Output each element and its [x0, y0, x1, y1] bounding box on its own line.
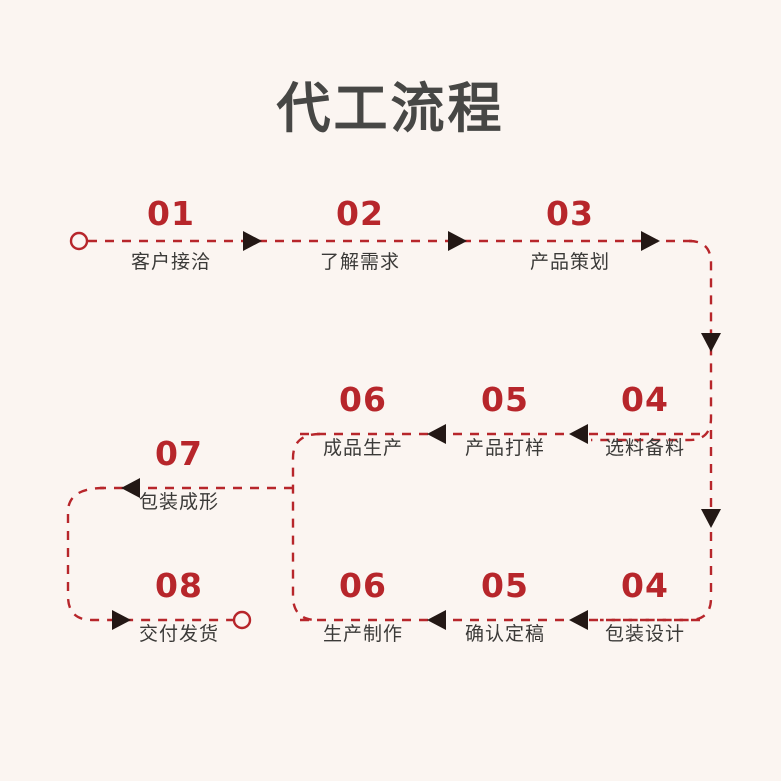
- step-label: 交付发货: [138, 623, 219, 645]
- step-number: 06: [339, 566, 387, 605]
- arrow-right-row1-a: [243, 231, 262, 251]
- step-number: 02: [336, 194, 384, 233]
- step-number: 06: [339, 380, 387, 419]
- arrow-right-row1-b: [448, 231, 467, 251]
- step-label: 客户接洽: [130, 251, 211, 273]
- connector-step07-to-step08: [66, 486, 235, 622]
- step-number: 01: [147, 194, 195, 233]
- arrow-down-right-rail-a: [701, 333, 721, 352]
- step-05-confirm[interactable]: 05 确认定稿: [430, 569, 580, 644]
- step-05-sample[interactable]: 05 产品打样: [430, 383, 580, 458]
- page-title: 代工流程: [276, 77, 505, 140]
- step-04-packaging-design[interactable]: 04 包装设计: [570, 569, 720, 644]
- start-circle-marker: [69, 231, 89, 251]
- step-number: 03: [546, 194, 594, 233]
- step-08[interactable]: 08 交付发货: [104, 569, 254, 644]
- arrow-left-row2-a: [569, 424, 588, 444]
- arrow-down-right-rail-b: [701, 509, 721, 528]
- step-label: 成品生产: [322, 437, 403, 459]
- step-01[interactable]: 01 客户接洽: [96, 197, 246, 272]
- end-circle-marker: [232, 610, 252, 630]
- step-number: 04: [621, 380, 669, 419]
- step-number: 08: [155, 566, 203, 605]
- step-02[interactable]: 02 了解需求: [285, 197, 435, 272]
- step-06-production[interactable]: 06 成品生产: [288, 383, 438, 458]
- step-label: 了解需求: [319, 251, 400, 273]
- step-06-manufacture[interactable]: 06 生产制作: [288, 569, 438, 644]
- connector-row1-to-row2: [591, 239, 713, 442]
- arrow-left-row2-b: [427, 424, 446, 444]
- step-number: 07: [155, 434, 203, 473]
- arrow-left-row3-b: [427, 610, 446, 630]
- step-number: 05: [481, 380, 529, 419]
- connector-row2-row3-left-bend: [291, 432, 321, 622]
- step-label: 包装成形: [138, 491, 219, 513]
- arrow-left-row3-a: [569, 610, 588, 630]
- step-03[interactable]: 03 产品策划: [495, 197, 645, 272]
- step-number: 05: [481, 566, 529, 605]
- step-label: 产品打样: [464, 437, 545, 459]
- step-label: 选料备料: [604, 437, 685, 459]
- arrow-right-step08: [112, 610, 131, 630]
- step-label: 产品策划: [529, 251, 610, 273]
- step-label: 包装设计: [604, 623, 685, 645]
- arrow-left-step07: [121, 478, 140, 498]
- step-label: 生产制作: [322, 623, 403, 645]
- step-label: 确认定稿: [464, 623, 545, 645]
- step-number: 04: [621, 566, 669, 605]
- arrow-right-row1-c: [641, 231, 660, 251]
- step-04-material[interactable]: 04 选料备料: [570, 383, 720, 458]
- step-07[interactable]: 07 包装成形: [104, 437, 254, 512]
